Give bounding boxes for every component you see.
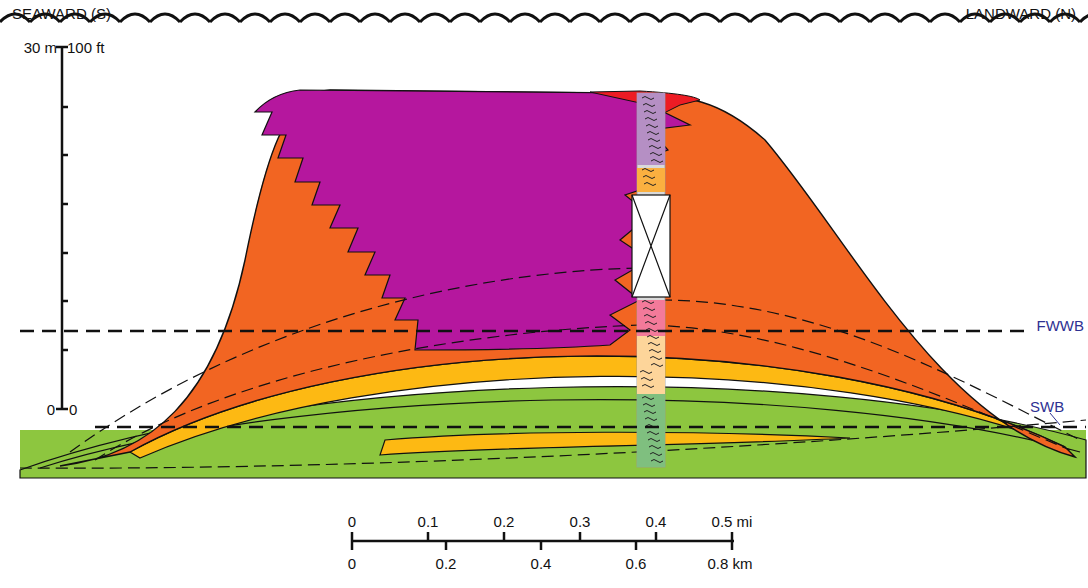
label: LANDWARD (N) (966, 6, 1076, 21)
label: 0 (348, 556, 356, 571)
label: 0.4 (531, 556, 552, 571)
swb-line (95, 426, 1086, 429)
label: 100 ft (67, 40, 105, 55)
core-texture (640, 97, 663, 463)
label: 30 m (24, 40, 57, 55)
label: 0.6 (626, 556, 647, 571)
fwwb-line (20, 330, 1030, 333)
label: 0 (69, 402, 77, 417)
label: 0.4 (646, 514, 667, 529)
label: 0.8 km (707, 556, 752, 571)
label: 0.5 mi (712, 514, 753, 529)
leader-line (1050, 413, 1060, 425)
label: 0 (348, 514, 356, 529)
sea-surface (0, 14, 1088, 22)
wave-line (0, 14, 1088, 22)
vertical-scale (56, 46, 68, 410)
orange-facies (60, 90, 1075, 466)
label: FWWB (1037, 318, 1084, 333)
label: 0.2 (436, 556, 457, 571)
purple-facies (255, 90, 690, 350)
core-column (632, 93, 670, 467)
label: 0.2 (494, 514, 515, 529)
horizontal-scale (352, 532, 734, 550)
label: 0.1 (418, 514, 439, 529)
label: SWB (1030, 399, 1064, 414)
label: 0 (47, 402, 55, 417)
bedding-lines (20, 268, 1086, 468)
label: SEAWARD (S) (12, 6, 111, 21)
label: 0.3 (570, 514, 591, 529)
